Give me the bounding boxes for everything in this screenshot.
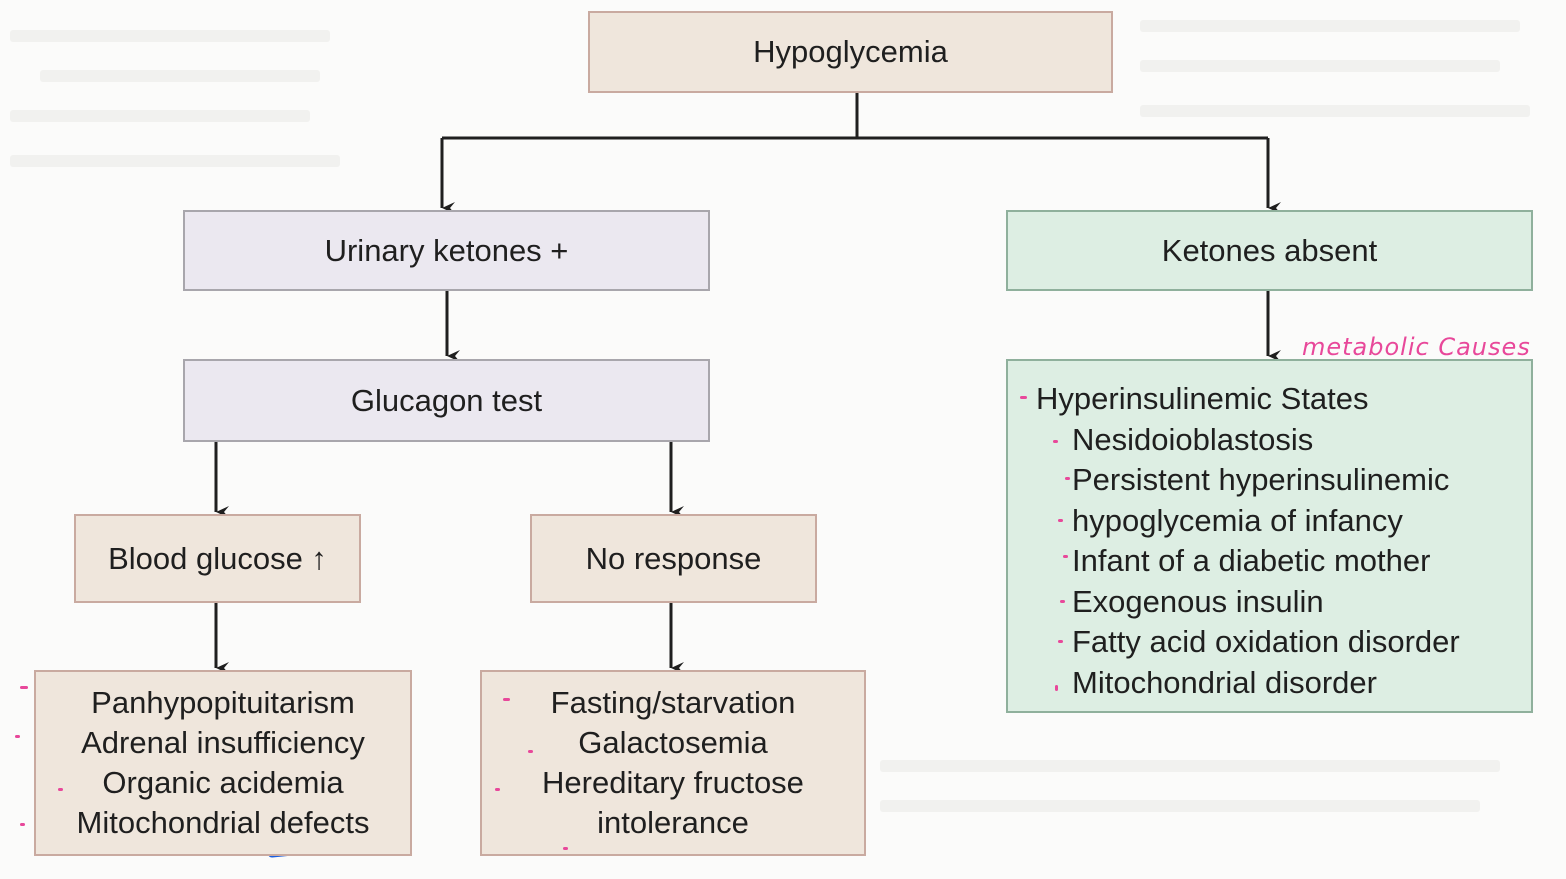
handwritten-note: metabolic Causes <box>1302 333 1531 361</box>
node-glucagon-test: Glucagon test <box>183 359 710 442</box>
cause-item: Mitochondrial disorder <box>1072 664 1377 700</box>
node-ketones-absent: Ketones absent <box>1006 210 1533 291</box>
glucagon-test-label: Glucagon test <box>350 382 543 418</box>
cause-item: intolerance <box>597 805 749 840</box>
node-ketotic-causes-list: Panhypopituitarism Adrenal insufficiency… <box>34 670 412 856</box>
node-urinary-ketones: Urinary ketones + <box>183 210 710 291</box>
cause-item: Fasting/starvation <box>550 685 796 720</box>
cause-item: Fatty acid oxidation disorder <box>1072 624 1460 659</box>
no-response-label: No response <box>585 540 762 576</box>
cause-item: Persistent hyperinsulinemic <box>1072 462 1450 497</box>
node-hyperinsulinemic-causes-list: Hyperinsulinemic States Nesidoioblastosi… <box>1006 359 1533 713</box>
root-node-hypoglycemia: Hypoglycemia <box>588 11 1113 93</box>
blood-glucose-label: Blood glucose ↑ <box>108 540 327 576</box>
cause-item: Hereditary fructose <box>542 765 804 800</box>
cause-item: Infant of a diabetic mother <box>1072 543 1431 578</box>
node-no-response: No response <box>530 514 817 603</box>
urinary-ketones-label: Urinary ketones + <box>324 232 569 268</box>
cause-item: Nesidoioblastosis <box>1072 421 1314 457</box>
cause-item: hypoglycemia of infancy <box>1072 502 1403 538</box>
cause-item: Panhypopituitarism <box>91 685 355 720</box>
cause-item: Exogenous insulin <box>1072 583 1324 619</box>
ketones-absent-label: Ketones absent <box>1161 232 1378 268</box>
group-heading: Hyperinsulinemic States <box>1036 381 1369 416</box>
cause-item: Mitochondrial defects <box>76 805 370 840</box>
cause-item: Organic acidemia <box>102 765 344 800</box>
cause-item: Adrenal insufficiency <box>81 725 365 760</box>
node-no-response-causes-list: Fasting/starvation Galactosemia Heredita… <box>480 670 866 856</box>
cause-item: Galactosemia <box>578 725 768 760</box>
root-label: Hypoglycemia <box>753 34 948 69</box>
node-blood-glucose-up: Blood glucose ↑ <box>74 514 361 603</box>
